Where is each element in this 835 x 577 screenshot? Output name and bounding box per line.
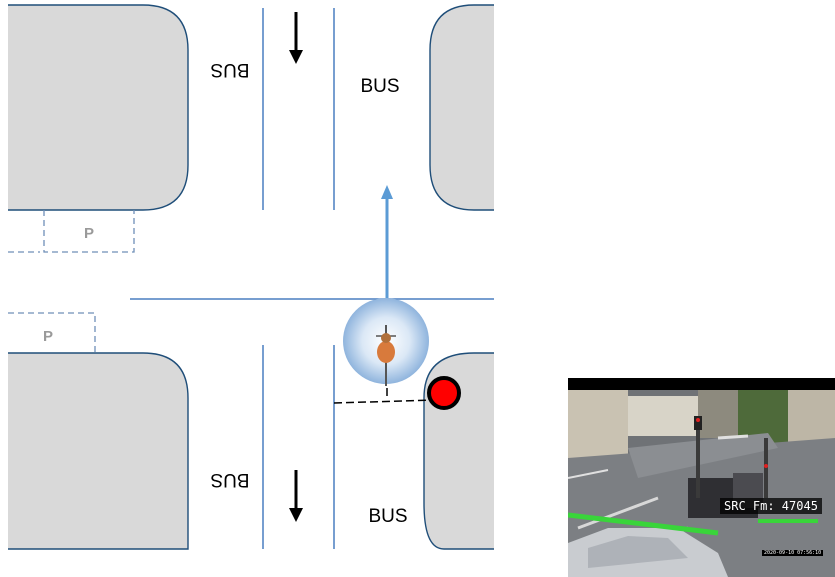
stop-marker-icon <box>427 376 461 410</box>
bus-lane-label: BUS <box>368 506 407 527</box>
intersection-diagram: P P BUS BUS BUS BUS <box>8 4 494 550</box>
cyclist-direction-arrow-icon <box>381 185 393 312</box>
street-camera-image <box>568 378 835 577</box>
city-block-top-right <box>429 4 494 211</box>
frame-counter-label: SRC Fm: 47045 <box>720 498 822 514</box>
bus-lane-label-upside-down: BUS <box>210 59 249 80</box>
cyclist-trajectory <box>333 388 437 404</box>
camera-timestamp: 2020-09-10 07:56:10 <box>762 550 824 556</box>
parking-spot-left <box>43 210 135 253</box>
city-block-top-left <box>8 4 189 211</box>
camera-frame: SRC Fm: 47045 2020-09-10 07:56:10 <box>568 378 835 577</box>
tracked-path-line <box>568 512 719 536</box>
bus-lane-label-upside-down: BUS <box>210 469 249 490</box>
city-block-bottom-left <box>8 352 189 550</box>
cyclist-icon <box>343 298 429 386</box>
parking-label: P <box>43 328 53 345</box>
parking-label: P <box>84 225 94 242</box>
parking-spot-right <box>8 312 96 353</box>
traffic-arrow-down-icon <box>289 470 303 522</box>
traffic-arrow-down-icon <box>289 12 303 64</box>
bus-lane-label: BUS <box>360 76 399 97</box>
